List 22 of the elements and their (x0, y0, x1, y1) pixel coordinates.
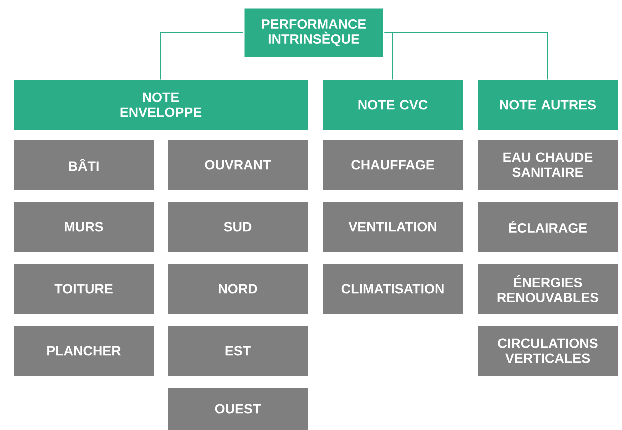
connector (384, 32, 548, 80)
connector (160, 32, 244, 80)
item-box: CLIMATISATION (323, 264, 463, 314)
title-box: PERFORMANCE INTRINSÈQUE (243, 7, 385, 59)
item-box: EAU CHAUDE SANITAIRE (478, 140, 618, 190)
category-box: NOTE CVC (323, 80, 463, 130)
item-box: TOITURE (14, 264, 154, 314)
category-box: NOTE AUTRES (478, 80, 618, 130)
item-box: ÉNERGIES RENOUVABLES (478, 264, 618, 314)
item-box: EST (168, 326, 308, 376)
item-box: ÉCLAIRAGE (478, 202, 618, 252)
item-box: OUEST (168, 388, 308, 430)
item-box: NORD (168, 264, 308, 314)
item-box: SUD (168, 202, 308, 252)
item-box: OUVRANT (168, 140, 308, 190)
item-box: PLANCHER (14, 326, 154, 376)
item-box: BÂTI (14, 140, 154, 190)
item-box: VENTILATION (323, 202, 463, 252)
item-box: MURS (14, 202, 154, 252)
item-box: CHAUFFAGE (323, 140, 463, 190)
item-box: CIRCULATIONS VERTICALES (478, 326, 618, 376)
category-box: NOTE ENVELOPPE (14, 80, 308, 130)
